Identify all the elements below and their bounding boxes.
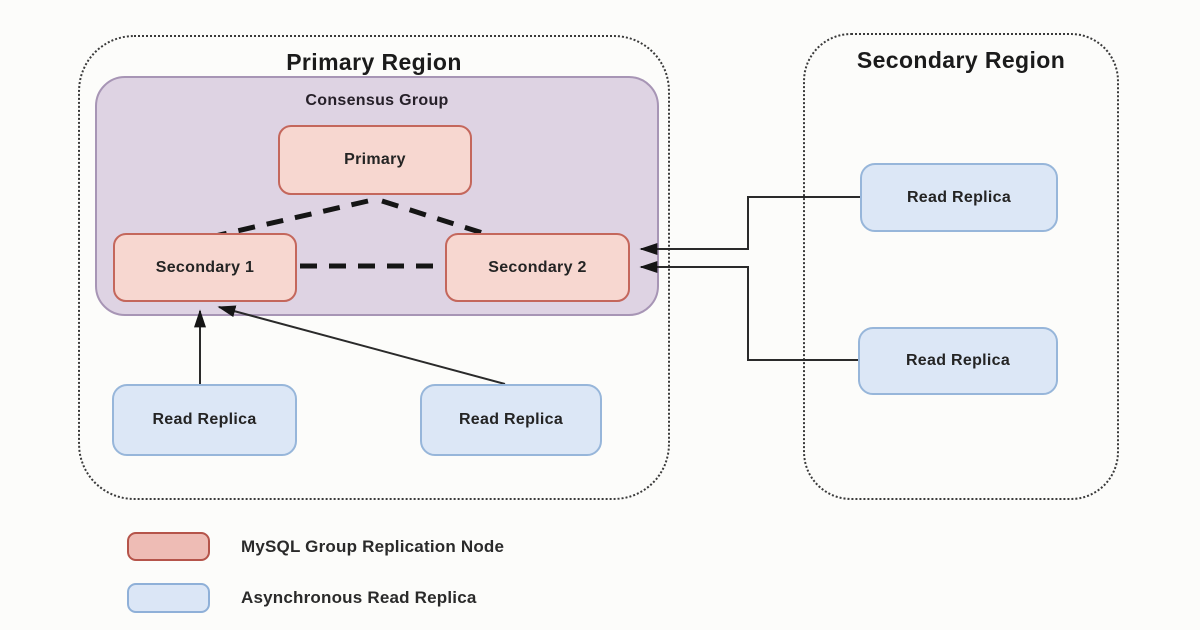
legend-swatch-async-read-replica xyxy=(127,583,210,613)
secondary-region-read-replica-2: Read Replica xyxy=(858,327,1058,395)
consensus-group-label: Consensus Group xyxy=(305,92,449,109)
legend-label-async-read-replica: Asynchronous Read Replica xyxy=(241,588,477,607)
secondary-region-title: Secondary Region xyxy=(856,47,1066,73)
node-primary: Primary xyxy=(278,125,472,195)
secondary-region-read-replica-1: Read Replica xyxy=(860,163,1058,232)
legend-label-group-replication-node: MySQL Group Replication Node xyxy=(241,536,505,556)
legend-item-group-replication-node: MySQL Group Replication Node xyxy=(127,532,504,561)
node-secondary-2: Secondary 2 xyxy=(445,233,630,302)
node-secondary-1: Secondary 1 xyxy=(113,233,297,302)
legend-item-async-read-replica: Asynchronous Read Replica xyxy=(127,583,477,613)
primary-region-title: Primary Region xyxy=(286,49,462,75)
secondary-region-container: Secondary Region xyxy=(803,33,1119,500)
primary-region-read-replica-1: Read Replica xyxy=(112,384,297,456)
legend-swatch-group-replication-node xyxy=(127,532,210,561)
primary-region-read-replica-2: Read Replica xyxy=(420,384,602,456)
